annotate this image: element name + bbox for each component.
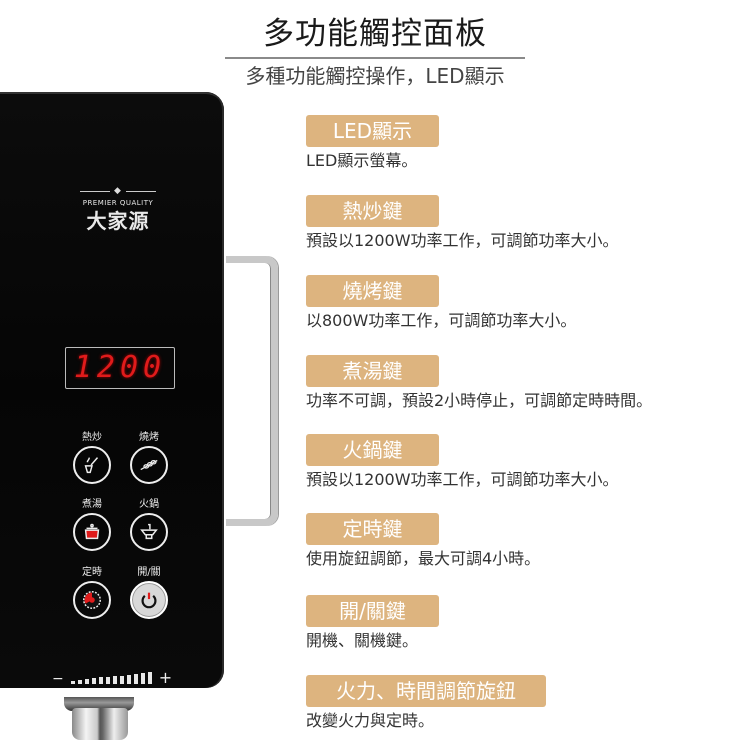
key-label-power: 開/關 — [137, 567, 161, 578]
feature-tag: 煮湯鍵 — [306, 355, 439, 387]
timer-icon — [83, 591, 101, 609]
feature-stir-fry: 熱炒鍵 預設以1200W功率工作，可調節功率大小。 — [306, 195, 619, 253]
key-label-timer: 定時 — [82, 567, 102, 578]
feature-tag: 熱炒鍵 — [306, 195, 439, 227]
timer-key[interactable] — [73, 581, 111, 619]
grill-icon — [140, 459, 158, 471]
power-slider[interactable]: − + — [52, 668, 173, 687]
key-label-stir-fry: 熱炒 — [82, 432, 102, 443]
hotpot-key[interactable] — [130, 513, 168, 551]
stir-fry-icon — [84, 457, 99, 474]
feature-tag: 燒烤鍵 — [306, 275, 439, 307]
key-label-soup: 煮湯 — [82, 499, 102, 510]
feature-desc: 使用旋鈕調節，最大可調4小時。 — [306, 549, 541, 568]
slider-bar — [133, 674, 138, 684]
slider-bar — [98, 677, 103, 684]
feature-timer: 定時鍵 使用旋鈕調節，最大可調4小時。 — [306, 513, 540, 571]
slider-bar — [84, 679, 89, 684]
led-display: 1200 — [65, 347, 175, 389]
feature-desc: 預設以1200W功率工作，可調節功率大小。 — [306, 470, 619, 489]
soup-pot-icon — [84, 523, 100, 540]
diamond-icon: ◆ — [114, 186, 121, 196]
feature-tag: LED顯示 — [306, 115, 439, 147]
page-subtitle: 多種功能觸控操作，LED顯示 — [245, 64, 505, 88]
feature-power: 開/關鍵 開機、關機鍵。 — [306, 595, 439, 653]
key-label-hotpot: 火鍋 — [139, 499, 159, 510]
minus-icon: − — [52, 671, 64, 687]
knob-collar — [64, 697, 134, 711]
power-key[interactable] — [130, 581, 168, 619]
brand-logo: ◆ PREMIER QUALITY 大家源 — [78, 186, 158, 234]
feature-desc: LED顯示螢幕。 — [306, 151, 418, 170]
slider-bar — [140, 673, 145, 684]
feature-grill: 燒烤鍵 以800W功率工作，可調節功率大小。 — [306, 275, 576, 333]
brand-name: 大家源 — [86, 209, 150, 233]
grill-key[interactable] — [130, 446, 168, 484]
feature-knob: 火力、時間調節旋鈕 改變火力與定時。 — [306, 675, 546, 733]
feature-tag: 火鍋鍵 — [306, 434, 439, 466]
feature-tag: 定時鍵 — [306, 513, 439, 545]
slider-bar — [112, 676, 117, 684]
feature-desc: 功率不可調，預設2小時停止，可調節定時時間。 — [306, 391, 653, 410]
slider-bar — [147, 672, 152, 684]
soup-key[interactable] — [73, 513, 111, 551]
feature-hotpot: 火鍋鍵 預設以1200W功率工作，可調節功率大小。 — [306, 434, 619, 492]
slider-bar — [77, 680, 82, 684]
control-knob[interactable] — [72, 708, 128, 740]
stir-fry-key[interactable] — [73, 446, 111, 484]
feature-desc: 預設以1200W功率工作，可調節功率大小。 — [306, 231, 619, 250]
feature-desc: 改變火力與定時。 — [306, 711, 435, 730]
title-divider — [225, 57, 525, 59]
cooktop-handle — [226, 256, 278, 526]
slider-bar — [105, 677, 110, 684]
slider-bar — [119, 676, 124, 684]
brand-line-right — [126, 191, 156, 192]
slider-bar — [91, 678, 96, 684]
slider-bar — [126, 675, 131, 684]
feature-tag: 開/關鍵 — [306, 595, 439, 627]
brand-tagline: PREMIER QUALITY — [82, 199, 154, 207]
slider-bar — [70, 681, 75, 684]
brand-line-left — [80, 191, 110, 192]
feature-desc: 開機、關機鍵。 — [306, 631, 419, 650]
feature-led: LED顯示 LED顯示螢幕。 — [306, 115, 439, 173]
cooktop-panel — [0, 92, 224, 688]
feature-soup: 煮湯鍵 功率不可調，預設2小時停止，可調節定時時間。 — [306, 355, 652, 413]
plus-icon: + — [158, 668, 173, 687]
hotpot-icon — [140, 523, 158, 540]
feature-tag: 火力、時間調節旋鈕 — [306, 675, 546, 707]
power-icon — [141, 592, 157, 609]
feature-desc: 以800W功率工作，可調節功率大小。 — [306, 311, 577, 330]
key-label-grill: 燒烤 — [139, 432, 159, 443]
page-title: 多功能觸控面板 — [263, 16, 487, 52]
